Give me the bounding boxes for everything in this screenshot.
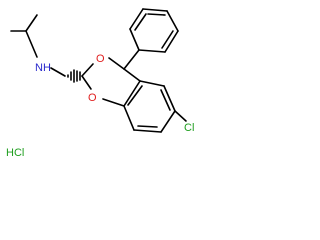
- bond-c5-c4a: [139, 80, 165, 87]
- bond-ch-ch3b: [25, 14, 38, 32]
- bond-c4a-c8a: [123, 80, 141, 107]
- bond-o-top-c4: [108, 57, 125, 70]
- bond-c4-c4a: [123, 68, 141, 82]
- ph-bond-5: [164, 30, 179, 53]
- bond-n-ch2: [50, 67, 66, 77]
- bond-c8a-c8: [123, 105, 135, 131]
- bond-c6-cl: [174, 110, 187, 122]
- ph-bond-4: [166, 10, 179, 32]
- bond-c7-c6: [160, 110, 176, 133]
- bond-c2-o-bottom: [81, 75, 92, 90]
- atom-label-o-bottom: O: [88, 92, 97, 104]
- ph-bond-3: [142, 8, 168, 12]
- structure-diagram: NH O O Cl HCl: [6, 8, 194, 159]
- atom-label-cl: Cl: [184, 122, 194, 134]
- bond-c8-c7: [133, 129, 162, 133]
- ph-bond-2: [129, 8, 144, 30]
- bond-c2-o-top: [81, 63, 94, 77]
- bond-o-bottom-c8a: [102, 98, 125, 107]
- bond-set: [10, 8, 187, 133]
- atom-label-nh: NH: [35, 62, 51, 74]
- ph-bond-1: [129, 28, 140, 51]
- hashed-wedge-bond: [67, 69, 81, 83]
- aromatic-inner-2: [160, 89, 171, 111]
- ph-bond-6: [138, 49, 166, 53]
- bond-ch-n: [25, 30, 38, 58]
- aromatic-inner-1: [137, 125, 158, 128]
- atom-label-o-top: O: [96, 53, 105, 65]
- ph-inner-2: [161, 30, 174, 49]
- bond-c6-c5: [163, 85, 176, 112]
- bond-c4-ph: [123, 49, 140, 70]
- ph-inner-4: [147, 13, 166, 16]
- aromatic-inner-3: [127, 85, 143, 106]
- ph-inner-1: [134, 13, 147, 31]
- salt-label-hcl: HCl: [6, 147, 24, 159]
